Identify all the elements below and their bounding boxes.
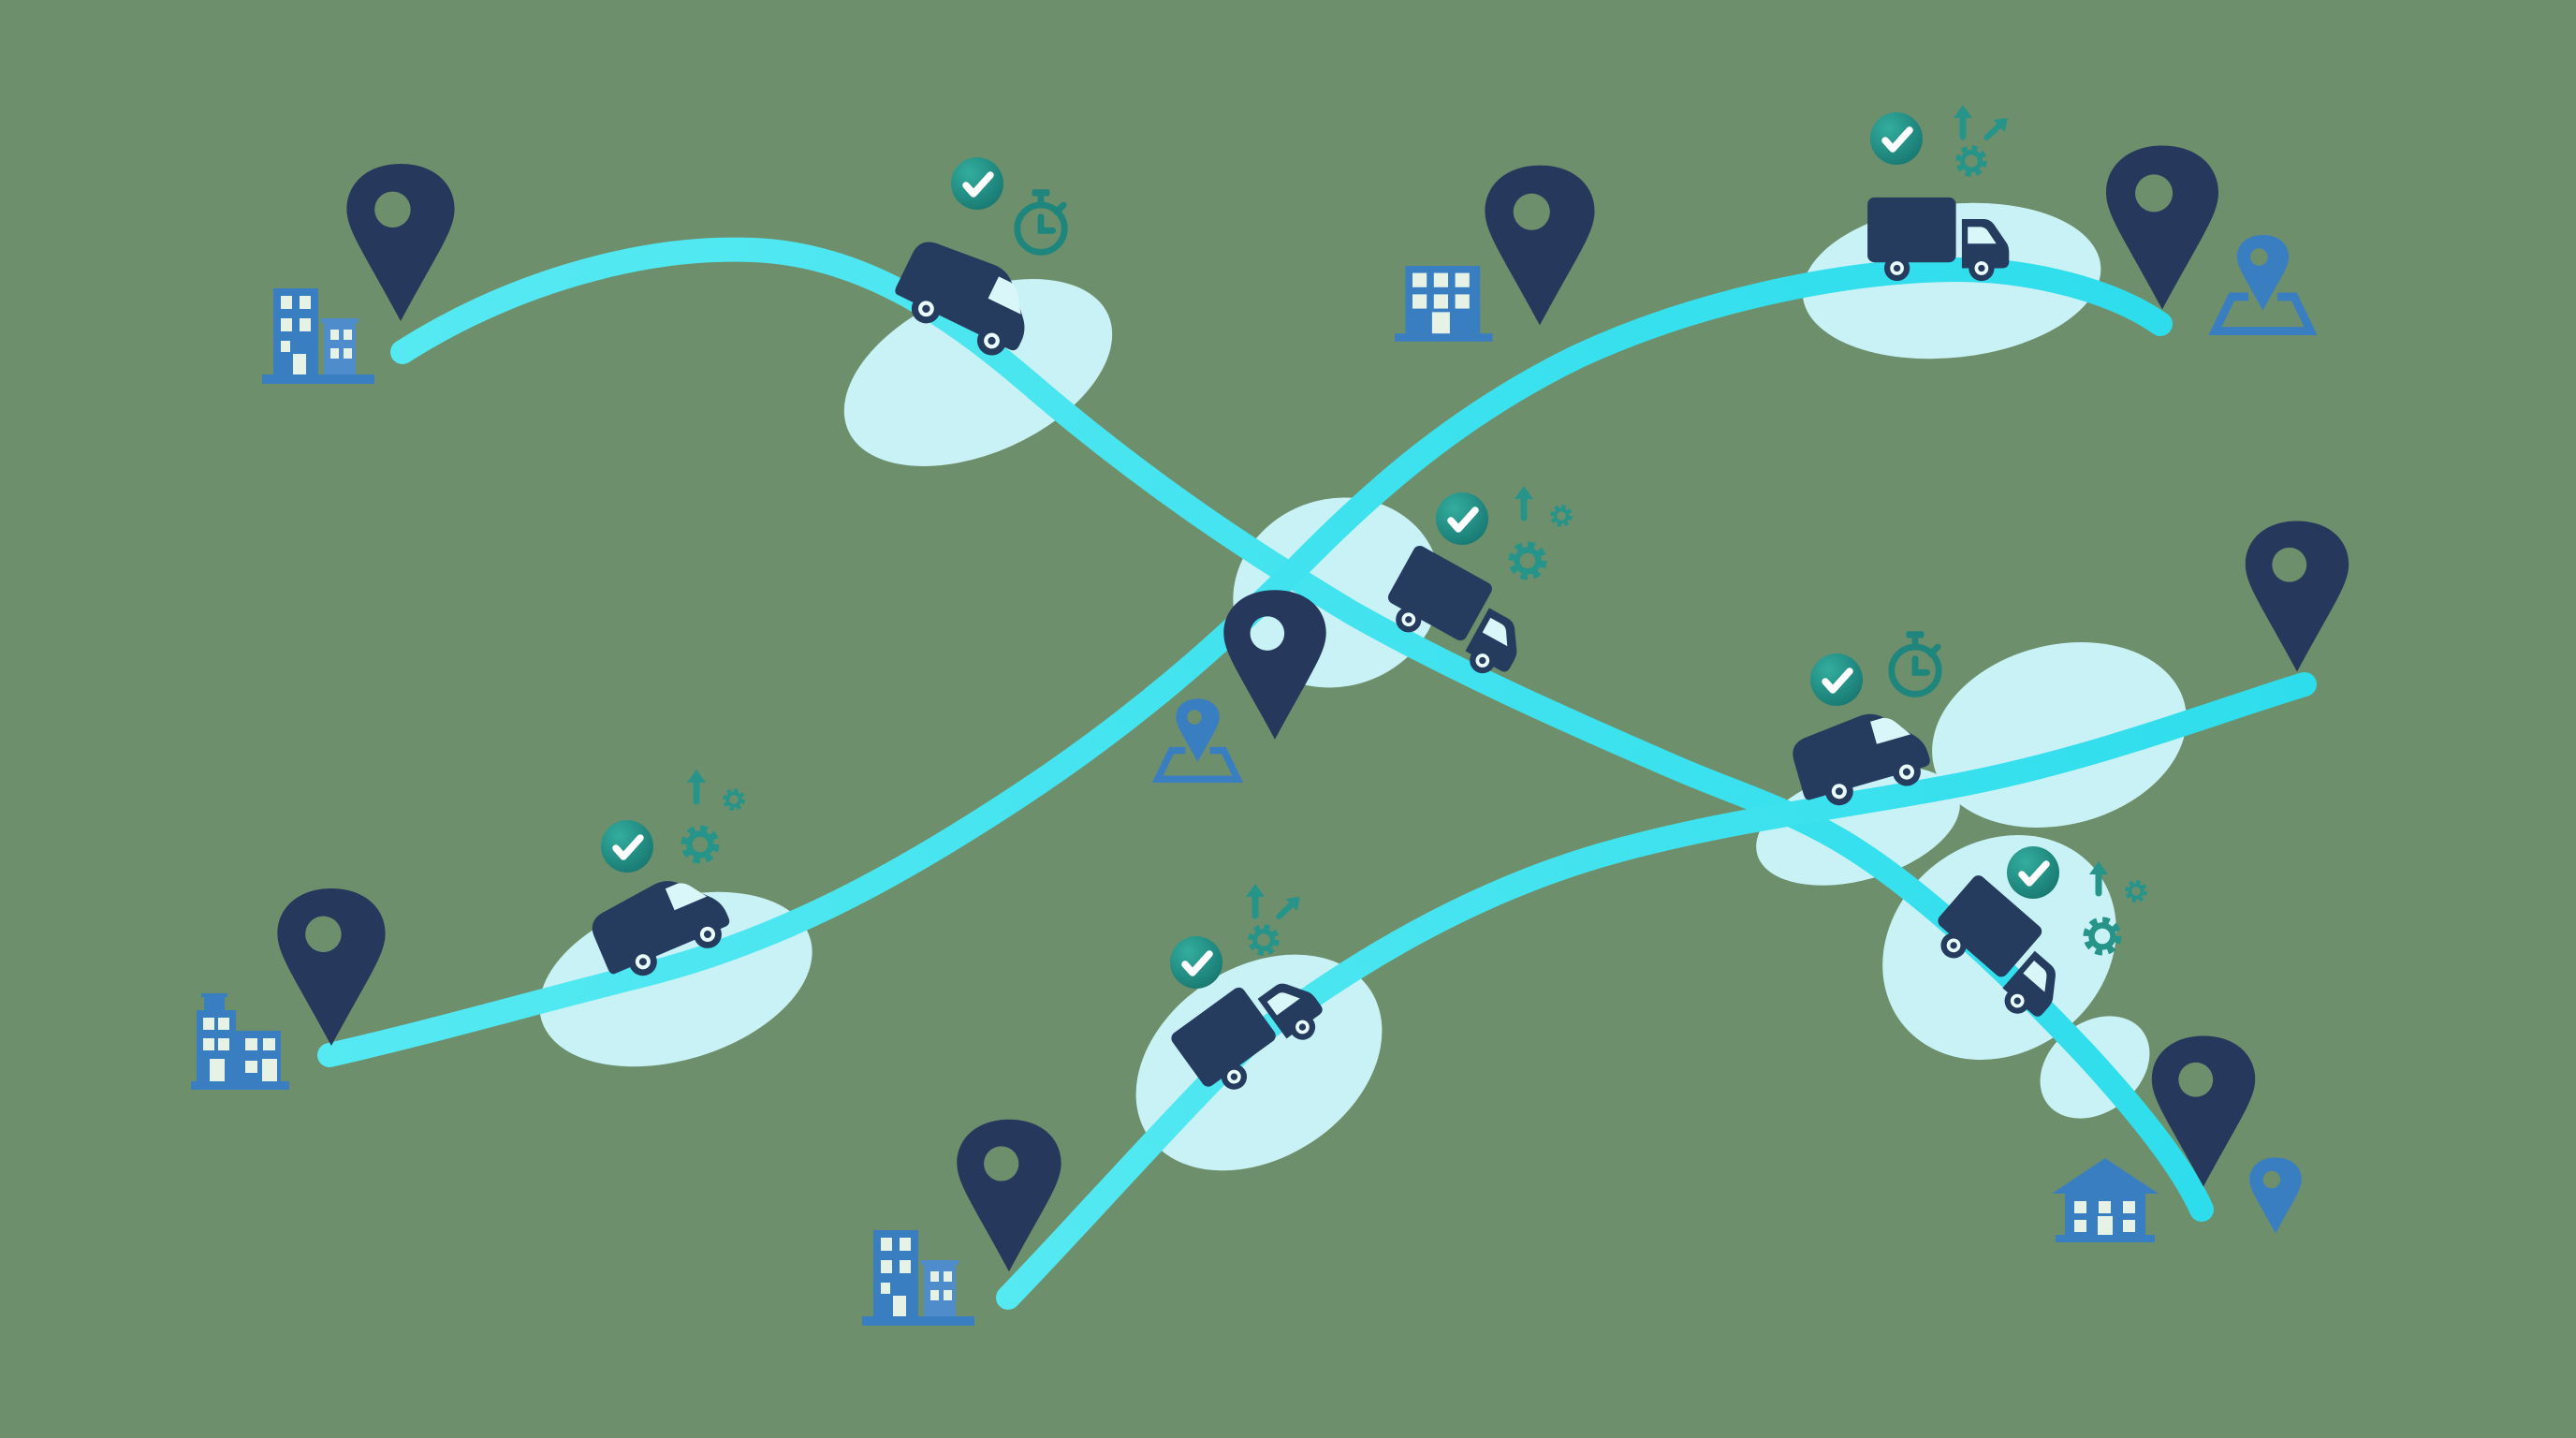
check-badge-mid-truck (1436, 492, 1488, 545)
check-badge-bottom-mid-truck (1170, 936, 1222, 989)
check-badge-left-van (601, 820, 653, 873)
check-badge-top-right-truck (1870, 112, 1923, 165)
route-bottom-mid-to-right (996, 672, 2317, 1310)
check-badge-right-van (1810, 653, 1863, 706)
cloud-top-van (843, 279, 1113, 466)
check-badge-top-van (951, 157, 1003, 210)
building-office-top-middle (1395, 266, 1493, 342)
check-badge-bottom-right-truck (2007, 846, 2059, 899)
